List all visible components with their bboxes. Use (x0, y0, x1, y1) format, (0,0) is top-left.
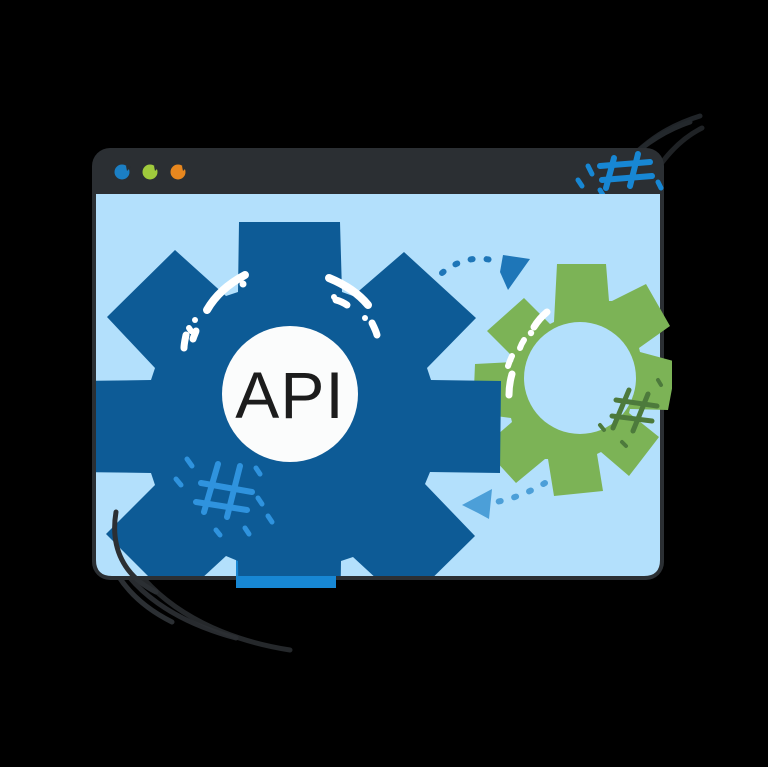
window-dot-blue[interactable] (114, 164, 130, 180)
arrow-flow-back-trail (487, 480, 548, 506)
arrow-flow-out (439, 255, 530, 290)
highlight-arc-left (180, 271, 249, 352)
sketch-tail-bottom-left (112, 509, 159, 595)
hatch-mark-titlebar (575, 151, 664, 194)
service-gear (473, 264, 672, 496)
arrow-flow-out-trail (439, 255, 503, 276)
api-gear-label: API (235, 358, 344, 432)
api-gear-hub (222, 326, 358, 462)
window-dot-yellow-nick (154, 166, 159, 171)
arrow-flow-out-head (500, 255, 530, 290)
service-gear-hole (524, 322, 636, 434)
window-dot-blue-nick (126, 166, 131, 171)
window-dot-orange-nick (182, 166, 187, 171)
window-dot-orange[interactable] (170, 164, 186, 180)
arrow-flow-back-head (462, 489, 492, 519)
hatch-mark-blue (173, 456, 275, 538)
window-controls[interactable] (114, 164, 188, 180)
arrow-flow-back (462, 480, 548, 519)
highlight-arc-green (505, 308, 551, 399)
window-dot-yellow[interactable] (142, 164, 158, 180)
api-gear: API (96, 222, 501, 588)
highlight-arc-right (325, 274, 381, 339)
hatch-mark-green (598, 378, 663, 448)
